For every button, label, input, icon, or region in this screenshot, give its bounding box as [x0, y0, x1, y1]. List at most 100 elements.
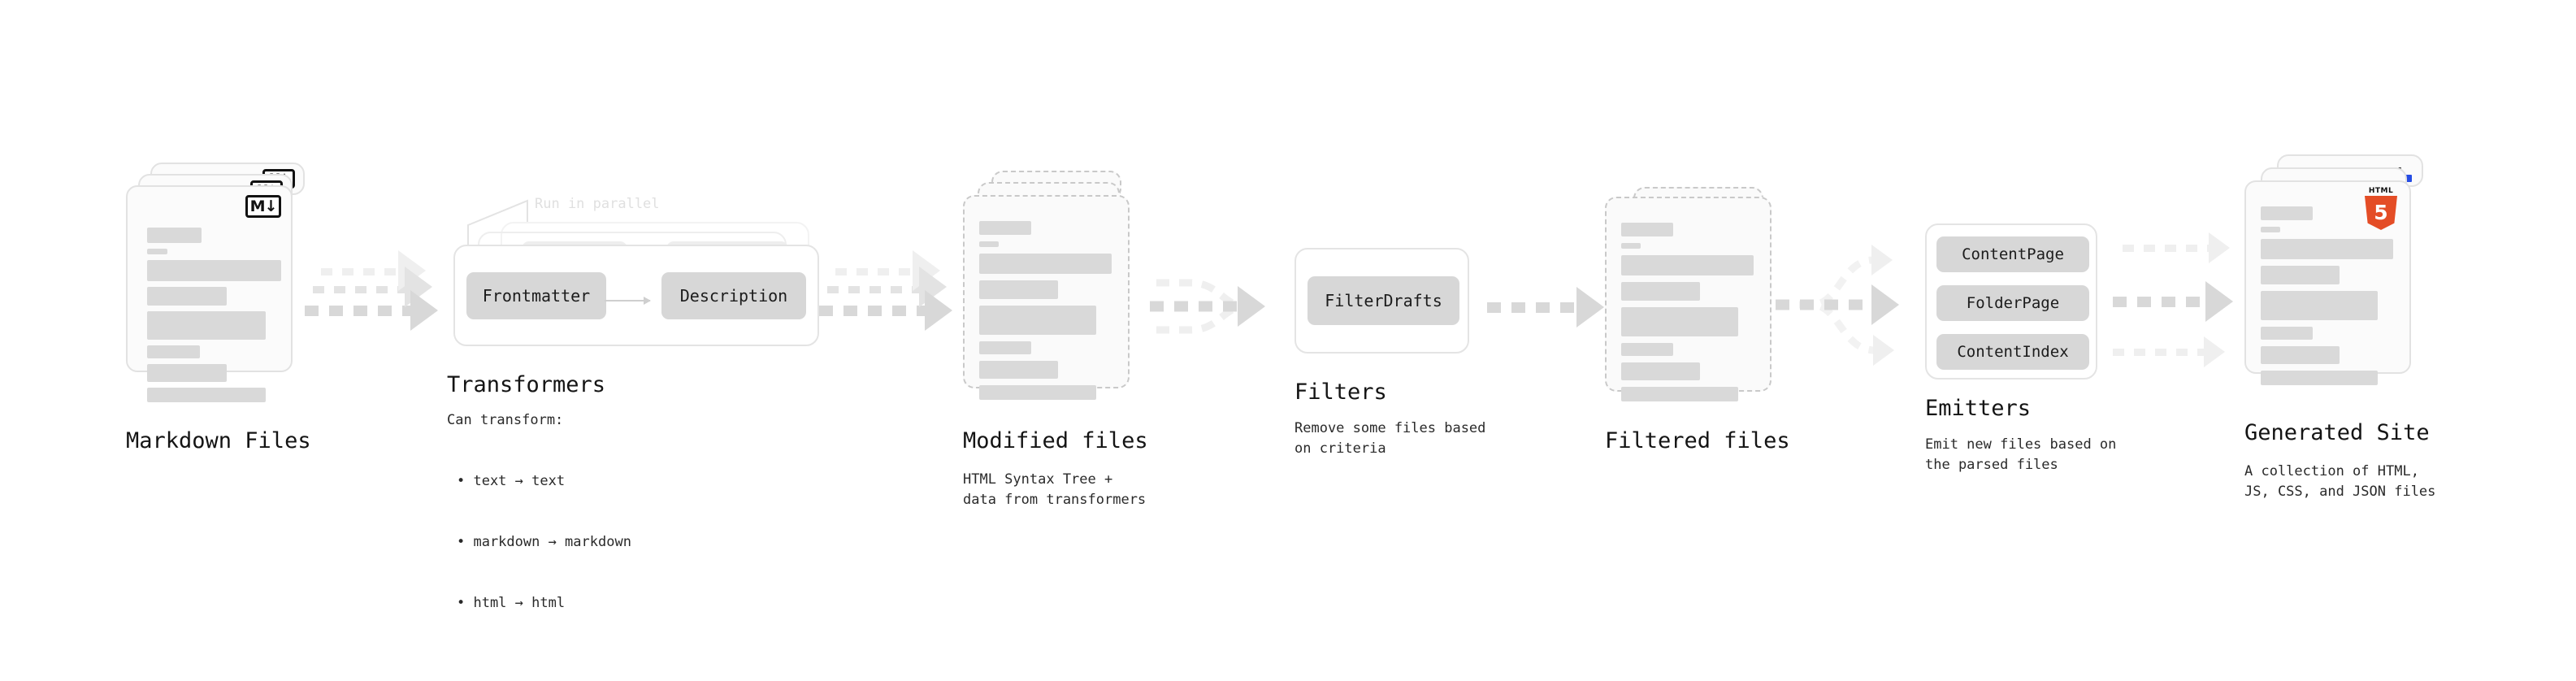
placeholder-line — [1621, 343, 1673, 356]
transformer-box-front: Frontmatter Description — [453, 245, 819, 346]
stage-title-transformers: Transformers — [447, 372, 606, 397]
placeholder-line — [979, 385, 1096, 400]
bullet-item: • html → html — [457, 595, 566, 611]
arrow-head — [1238, 286, 1265, 327]
connector-emitters-to-site — [2113, 232, 2259, 378]
dash-line — [1487, 302, 1585, 313]
dash-line — [305, 306, 423, 316]
arrow-head — [1576, 287, 1604, 327]
placeholder-line — [147, 345, 200, 358]
placeholder-line — [147, 311, 266, 340]
html5-shield — [2365, 196, 2397, 230]
stage-desc-transformers: Can transform: — [447, 412, 564, 428]
filters-box: FilterDrafts — [1295, 248, 1469, 354]
markdown-file-stack: M↓ M↓ M↓ — [126, 163, 313, 402]
placeholder-line — [979, 361, 1058, 379]
arrow-head — [2209, 232, 2230, 263]
connector-filtered-to-emitters — [1776, 240, 1926, 370]
markdown-card-front: M↓ — [126, 185, 293, 402]
placeholder-line — [147, 249, 167, 254]
stage-generated-site: CSS HTML — [2244, 154, 2448, 385]
placeholder-line — [147, 388, 266, 402]
stage-transformers: Run in parallel Frontmatter Description — [445, 196, 819, 354]
placeholder-line — [2261, 291, 2378, 320]
placeholder-line — [2261, 227, 2280, 232]
placeholder-line — [1621, 255, 1754, 275]
transformer-bullets: • text → text • markdown → markdown • ht… — [457, 431, 631, 654]
placeholder-line — [2261, 371, 2378, 385]
dash-line — [321, 268, 414, 275]
placeholder-line — [1621, 307, 1738, 336]
stage-title-generated-site: Generated Site — [2244, 420, 2430, 445]
connector-md-to-transformers — [305, 250, 438, 358]
placeholder-line — [979, 280, 1058, 299]
dash-line — [835, 268, 929, 275]
dash-line — [313, 286, 414, 293]
markdown-icon: M↓ — [245, 195, 281, 218]
arrow-head — [410, 290, 438, 331]
run-in-parallel-bracket — [467, 199, 528, 246]
placeholder-line — [979, 241, 999, 247]
stage-modified-files — [963, 171, 1150, 400]
placeholder-line — [1621, 243, 1641, 249]
arrow-head — [1873, 335, 1894, 366]
connector-transformers-to-modified — [819, 250, 952, 358]
dash-line — [827, 286, 929, 293]
placeholder-line — [1621, 362, 1700, 380]
placeholder-line — [2261, 346, 2340, 364]
filter-chip-filterdrafts[interactable]: FilterDrafts — [1308, 276, 1459, 325]
dash-line — [819, 306, 937, 316]
placeholder-line — [2261, 239, 2393, 259]
placeholder-line — [147, 364, 227, 382]
placeholder-line — [1621, 387, 1738, 401]
bullet-item: • markdown → markdown — [457, 534, 631, 550]
bullet-item: • text → text — [457, 473, 566, 489]
run-in-parallel-label: Run in parallel — [535, 196, 660, 212]
emitter-chip-contentpage[interactable]: ContentPage — [1936, 236, 2089, 272]
dash-line — [2113, 297, 2214, 307]
placeholder-line — [147, 228, 202, 243]
arrow-head — [1871, 245, 1893, 275]
diverging-curves — [1776, 256, 1878, 354]
dash-line — [2123, 245, 2214, 252]
transform-inner-arrow — [605, 297, 651, 305]
site-card-front-html: HTML — [2244, 180, 2411, 385]
connector-filters-to-filtered — [1487, 286, 1609, 335]
placeholder-line — [2261, 206, 2313, 220]
stage-desc-generated-site: A collection of HTML, JS, CSS, and JSON … — [2244, 463, 2436, 500]
placeholder-line — [1621, 282, 1700, 301]
placeholder-line — [979, 341, 1031, 354]
dash-line — [2113, 349, 2209, 356]
connector-modified-to-filters — [1142, 268, 1280, 358]
filtered-file-stack — [1605, 187, 1792, 401]
placeholder-line — [979, 254, 1112, 274]
stage-markdown-files: M↓ M↓ M↓ — [126, 163, 313, 402]
modified-file-stack — [963, 171, 1150, 400]
arrow-head — [2205, 281, 2233, 322]
arrow-head — [925, 290, 952, 331]
converging-curves — [1150, 279, 1246, 334]
stage-filtered-files — [1605, 187, 1792, 401]
stage-title-filters: Filters — [1295, 380, 1387, 405]
stage-title-modified-files: Modified files — [963, 428, 1148, 453]
placeholder-line — [147, 260, 281, 281]
stage-title-markdown-files: Markdown Files — [126, 428, 311, 453]
emitter-chip-folderpage[interactable]: FolderPage — [1936, 285, 2089, 321]
modified-card-front — [963, 195, 1130, 400]
transformer-chip-description[interactable]: Description — [661, 272, 806, 319]
html5-icon-label: HTML — [2368, 187, 2394, 195]
placeholder-line — [147, 287, 227, 306]
stage-filters: FilterDrafts — [1295, 248, 1469, 354]
transformer-chip-frontmatter[interactable]: Frontmatter — [466, 272, 606, 319]
generated-site-stack: CSS HTML — [2244, 154, 2448, 385]
stage-emitters: ContentPage FolderPage ContentIndex — [1925, 223, 2097, 380]
stage-title-filtered-files: Filtered files — [1605, 428, 1790, 453]
emitter-chip-contentindex[interactable]: ContentIndex — [1936, 334, 2089, 370]
html5-icon: HTML — [2362, 187, 2400, 230]
arrow-head — [2204, 336, 2225, 367]
stage-desc-emitters: Emit new files based on the parsed files — [1925, 436, 2117, 473]
placeholder-line — [1621, 223, 1673, 236]
placeholder-line — [979, 221, 1031, 235]
placeholder-line — [979, 306, 1096, 335]
